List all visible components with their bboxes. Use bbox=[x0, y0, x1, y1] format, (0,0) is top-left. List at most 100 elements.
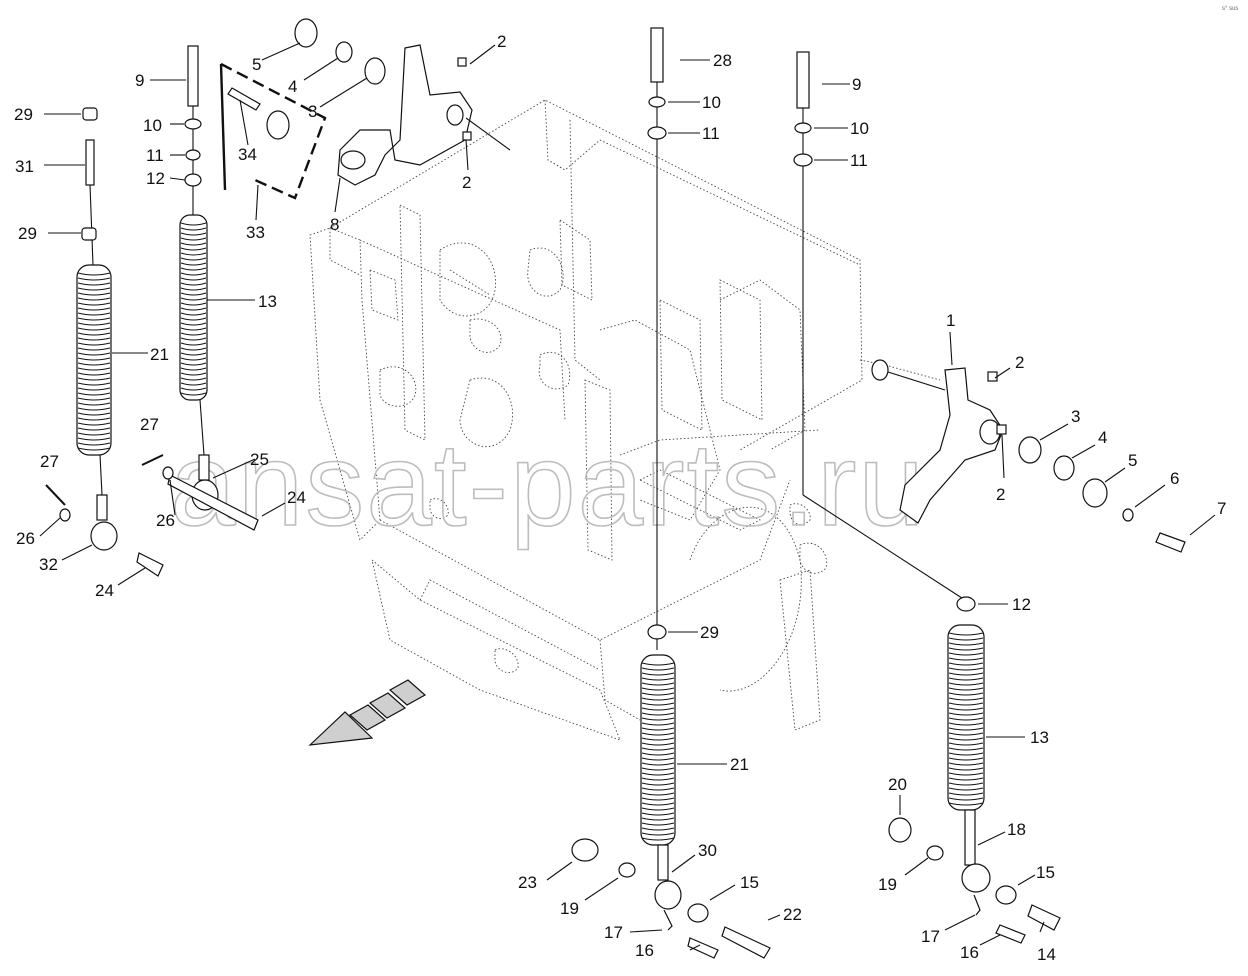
callout-30: 30 bbox=[698, 841, 717, 860]
washer-15-left-part bbox=[687, 903, 709, 923]
nut-29-top-part bbox=[82, 107, 98, 121]
spring-coil-ridge bbox=[948, 797, 984, 801]
nut-12-left-part bbox=[184, 173, 202, 187]
spring-coil-ridge bbox=[180, 302, 207, 306]
spring-coil-ridge bbox=[77, 367, 111, 371]
spring-coil-ridge bbox=[641, 682, 675, 686]
spring-coil-ridge bbox=[77, 397, 111, 401]
callout-26-upper: 26 bbox=[156, 511, 175, 530]
callout-8: 8 bbox=[330, 215, 339, 234]
spring-coil-ridge bbox=[948, 777, 984, 781]
washer-19-left-part bbox=[618, 862, 636, 878]
callout-14: 14 bbox=[1037, 945, 1056, 964]
spring-coil-ridge bbox=[948, 667, 984, 671]
washer-10-center-part bbox=[648, 96, 666, 108]
spring-coil-ridge bbox=[77, 382, 111, 386]
spring-coil-ridge bbox=[948, 707, 984, 711]
spring-coil-ridge bbox=[948, 642, 984, 646]
cap-5-right-part bbox=[1082, 478, 1108, 508]
bushing-20-part bbox=[888, 817, 912, 843]
spring-coil-ridge bbox=[641, 797, 675, 801]
spring-coil-ridge bbox=[77, 362, 111, 366]
spring-coil-ridge bbox=[77, 292, 111, 296]
spring-coil-ridge bbox=[641, 752, 675, 756]
callout-29-top: 29 bbox=[14, 105, 33, 124]
spring-coil-ridge bbox=[948, 757, 984, 761]
spring-coil-ridge bbox=[180, 252, 207, 256]
callout-29-lower: 29 bbox=[18, 224, 37, 243]
stud-31-part bbox=[85, 139, 95, 186]
spring-coil-ridge bbox=[948, 672, 984, 676]
callout-32: 32 bbox=[39, 555, 58, 574]
spring-coil-ridge bbox=[641, 707, 675, 711]
spring-coil-ridge bbox=[77, 442, 111, 446]
spring-coil-ridge bbox=[180, 357, 207, 361]
spring-coil-ridge bbox=[77, 372, 111, 376]
spring-coil-ridge bbox=[180, 332, 207, 336]
bolt-9-right-part bbox=[796, 51, 810, 109]
spring-coil-ridge bbox=[180, 387, 207, 391]
spring-coil-ridge bbox=[180, 342, 207, 346]
spring-coil-ridge bbox=[180, 322, 207, 326]
spring-coil-ridge bbox=[948, 767, 984, 771]
callout-13-left: 13 bbox=[258, 292, 277, 311]
callout-29-center: 29 bbox=[700, 623, 719, 642]
spring-17-right-part bbox=[973, 894, 981, 916]
spring-coil-ridge bbox=[948, 732, 984, 736]
spring-13-left-part bbox=[179, 214, 208, 401]
spring-coil-ridge bbox=[641, 732, 675, 736]
bolt-7-part bbox=[1155, 532, 1186, 553]
spring-coil-ridge bbox=[77, 347, 111, 351]
spring-coil-ridge bbox=[180, 392, 207, 396]
spring-coil-ridge bbox=[641, 687, 675, 691]
pin-24-lower-part bbox=[136, 552, 164, 577]
callout-20: 20 bbox=[888, 775, 907, 794]
spring-coil-ridge bbox=[180, 362, 207, 366]
callout-2-right-lower: 2 bbox=[996, 485, 1005, 504]
upper-left-bracket-group bbox=[219, 18, 511, 221]
callout-15-right: 15 bbox=[1036, 863, 1055, 882]
spring-coil-ridge bbox=[641, 827, 675, 831]
spring-coil-ridge bbox=[77, 392, 111, 396]
nut-2-top-part bbox=[457, 57, 467, 67]
pin-24-upper-part bbox=[167, 474, 259, 531]
spring-coil-ridge bbox=[180, 242, 207, 246]
spring-coil-ridge bbox=[641, 767, 675, 771]
callout-3-upper: 3 bbox=[308, 102, 317, 121]
callout-13-right: 13 bbox=[1030, 728, 1049, 747]
spring-coil-ridge bbox=[948, 802, 984, 806]
spring-coil-ridge bbox=[77, 337, 111, 341]
spring-coil-ridge bbox=[641, 802, 675, 806]
callout-27-lower: 27 bbox=[40, 452, 59, 471]
spring-coil-ridge bbox=[948, 737, 984, 741]
bushing-3-part bbox=[364, 57, 386, 85]
callout-21-left: 21 bbox=[150, 345, 169, 364]
spring-coil-ridge bbox=[180, 227, 207, 231]
spring-coil-ridge bbox=[641, 757, 675, 761]
spring-coil-ridge bbox=[180, 267, 207, 271]
spring-coil-ridge bbox=[948, 697, 984, 701]
spring-coil-ridge bbox=[948, 782, 984, 786]
spring-13-right-assembly bbox=[793, 51, 1061, 946]
spring-coil-ridge bbox=[641, 717, 675, 721]
spring-coil-ridge bbox=[77, 342, 111, 346]
callout-1: 1 bbox=[946, 311, 955, 330]
spring-coil-ridge bbox=[180, 317, 207, 321]
callout-28: 28 bbox=[713, 51, 732, 70]
spring-coil-ridge bbox=[180, 247, 207, 251]
washer-26-upper-part bbox=[162, 466, 174, 480]
spring-coil-ridge bbox=[948, 687, 984, 691]
callout-11-center: 11 bbox=[702, 124, 720, 143]
spring-coil-ridge bbox=[948, 722, 984, 726]
bolt-16-right-part bbox=[995, 924, 1026, 944]
callout-22: 22 bbox=[783, 905, 802, 924]
ring-4-part bbox=[335, 41, 353, 63]
spring-coil-ridge bbox=[641, 677, 675, 681]
spring-coil-ridge bbox=[948, 702, 984, 706]
spring-coil-ridge bbox=[77, 377, 111, 381]
spring-coil-ridge bbox=[180, 377, 207, 381]
spring-17-left-part bbox=[663, 909, 673, 931]
spring-coil-ridge bbox=[641, 702, 675, 706]
callout-17-right: 17 bbox=[921, 927, 940, 946]
